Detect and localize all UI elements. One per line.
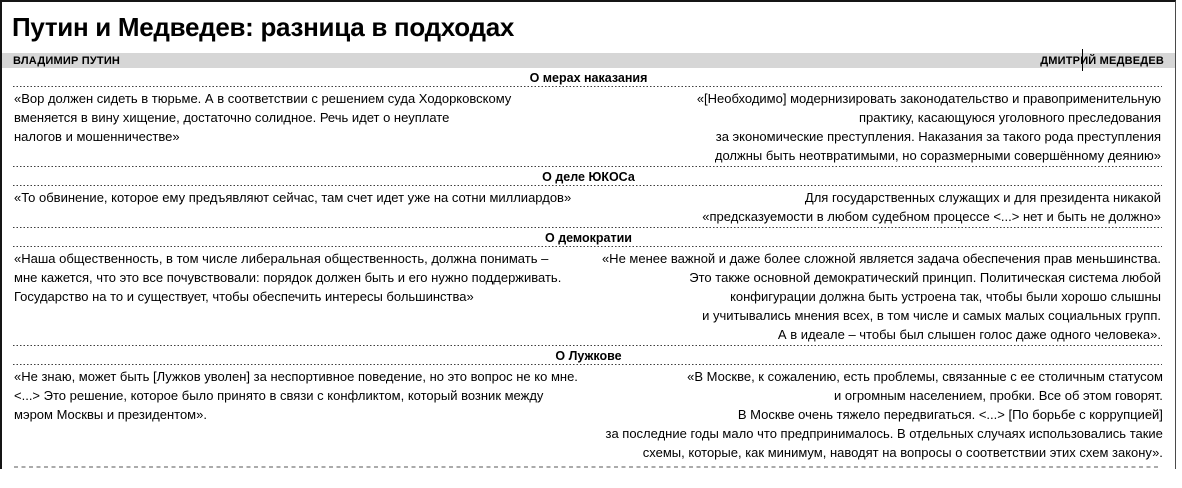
section-democracy: О демократии «Наша общественность, в том…	[2, 227, 1175, 345]
section-topic: О Лужкове	[555, 349, 622, 363]
medvedev-name-label[interactable]: ДМИТРИЙ МЕДВЕДЕВ	[1040, 54, 1164, 67]
putin-quote: «Вор должен сидеть в тюрьме. А в соответ…	[14, 91, 512, 144]
quotes-row: «Не знаю, может быть [Лужков уволен] за …	[2, 365, 1175, 463]
names-header-bar: ВЛАДИМИР ПУТИН ДМИТРИЙ МЕДВЕДЕВ	[2, 49, 1175, 71]
page-title: Путин и Медведев: разница в подходах	[12, 12, 515, 42]
section-topic: О демократии	[545, 231, 632, 245]
dotted-divider	[13, 86, 1162, 87]
quotes-row: «Наша общественность, в том числе либера…	[2, 247, 1175, 345]
putin-quote: «То обвинение, которое ему предъявляют с…	[14, 190, 572, 205]
dotted-divider	[13, 364, 1162, 365]
dotted-divider	[13, 246, 1162, 247]
quotes-row: «Вор должен сидеть в тюрьме. А в соответ…	[2, 87, 1175, 166]
putin-quote: «Не знаю, может быть [Лужков уволен] за …	[14, 369, 578, 422]
section-luzhkov: О Лужкове «Не знаю, может быть [Лужков у…	[2, 345, 1175, 463]
section-punishment: О мерах наказания «Вор должен сидеть в т…	[2, 68, 1175, 166]
section-topic: О мерах наказания	[529, 71, 648, 85]
section-yukos: О деле ЮКОСа «То обвинение, которое ему …	[2, 166, 1175, 227]
putin-quote: «Наша общественность, в том числе либера…	[14, 251, 562, 304]
medvedev-quote: «[Необходимо] модернизировать законодате…	[696, 91, 1161, 163]
quotes-row: «То обвинение, которое ему предъявляют с…	[2, 186, 1175, 227]
medvedev-quote: «В Москве, к сожалению, есть проблемы, с…	[605, 369, 1163, 460]
dotted-divider	[13, 185, 1162, 186]
dotted-divider	[13, 166, 1162, 167]
medvedev-quote: Для государственных служащих и для прези…	[702, 190, 1161, 224]
dotted-divider	[13, 345, 1162, 346]
dotted-divider	[13, 227, 1162, 228]
text-caret	[1082, 49, 1083, 71]
comparison-board: Путин и Медведев: разница в подходах ВЛА…	[0, 0, 1176, 469]
bottom-dashed-divider	[14, 466, 1161, 468]
section-topic: О деле ЮКОСа	[542, 170, 635, 184]
putin-name-label: ВЛАДИМИР ПУТИН	[13, 54, 121, 67]
medvedev-quote: «Не менее важной и даже более сложной яв…	[601, 251, 1161, 342]
